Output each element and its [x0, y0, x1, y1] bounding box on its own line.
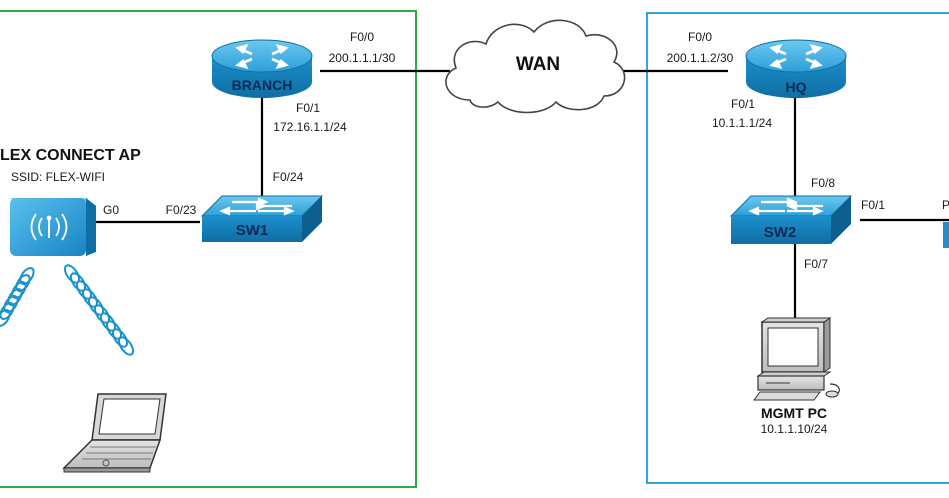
hq-f00-port: F0/0 [688, 30, 712, 44]
ap-port: G0 [103, 203, 119, 217]
offscreen-port-label: P [942, 198, 949, 212]
branch-f01-ip: 172.16.1.1/24 [273, 120, 347, 134]
hq-f01-ip: 10.1.1.1/24 [712, 116, 772, 130]
wifi-wave-left [0, 267, 35, 327]
branch-router-name: BRANCH [232, 77, 293, 93]
sw1-port-up: F0/24 [273, 170, 304, 184]
wan-cloud: WAN [445, 19, 626, 114]
switch-icon [200, 195, 324, 242]
router-icon [211, 39, 313, 98]
wireless-laptop[interactable] [62, 393, 167, 473]
wan-label: WAN [516, 54, 560, 75]
links [96, 69, 949, 322]
hq-router-name: HQ [786, 79, 807, 95]
mgmt-pc[interactable] [753, 317, 840, 401]
desktop-pc-icon [753, 317, 840, 401]
sw1-switch[interactable]: SW1 [200, 195, 324, 242]
sw2-port-right: F0/1 [861, 198, 885, 212]
cloud-icon [445, 19, 626, 114]
branch-f00-ip: 200.1.1.1/30 [329, 51, 396, 65]
offscreen-device-edge [943, 222, 949, 248]
mgmt-pc-ip: 10.1.1.10/24 [761, 422, 828, 436]
sw1-port-left: F0/23 [166, 203, 197, 217]
laptop-icon [62, 393, 167, 473]
branch-router[interactable]: BRANCH [211, 39, 313, 98]
branch-f00-port: F0/0 [350, 30, 374, 44]
sw2-port-down: F0/7 [804, 257, 828, 271]
hq-f00-ip: 200.1.1.2/30 [667, 51, 734, 65]
branch-f01-port: F0/1 [296, 101, 320, 115]
hq-f01-port: F0/1 [731, 97, 755, 111]
router-icon [745, 39, 847, 98]
sw2-switch[interactable]: SW2 [729, 195, 853, 244]
hq-router[interactable]: HQ [745, 39, 847, 98]
access-point-icon [10, 198, 96, 256]
flex-connect-ap[interactable] [10, 198, 96, 256]
sw1-name: SW1 [236, 222, 269, 239]
sw2-port-up: F0/8 [811, 176, 835, 190]
ap-title: LEX CONNECT AP [0, 147, 141, 164]
mgmt-pc-name: MGMT PC [761, 405, 827, 421]
switch-icon [729, 195, 853, 244]
hq-site-boundary [646, 12, 949, 484]
ap-ssid: SSID: FLEX-WIFI [11, 170, 105, 184]
branch-site-boundary [0, 10, 417, 488]
sw2-name: SW2 [764, 224, 797, 241]
wifi-wave-right [63, 264, 135, 356]
